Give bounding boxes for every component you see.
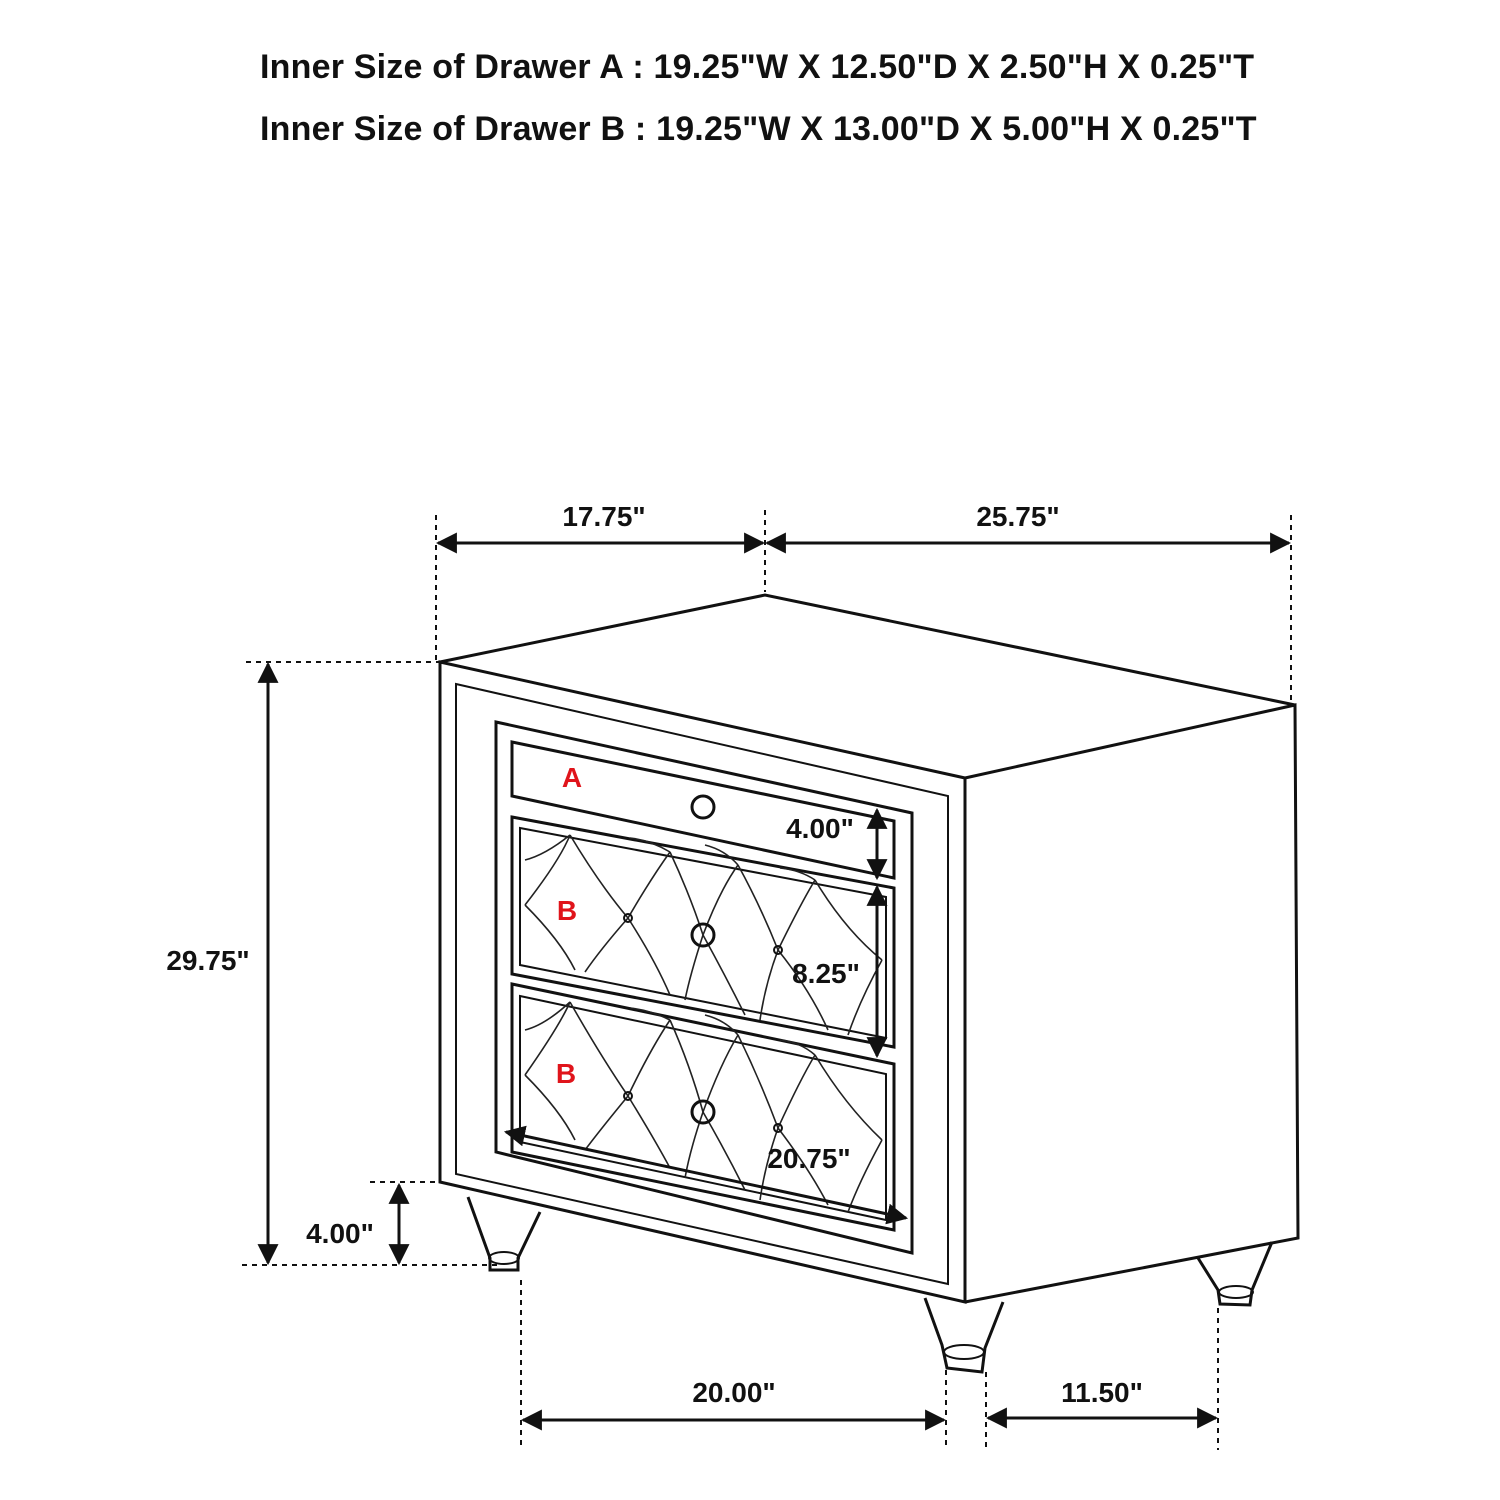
drawer-b-inner-size: Inner Size of Drawer B : 19.25"W X 13.00… <box>260 110 1257 148</box>
legs <box>466 1196 1274 1374</box>
front-leg-span-label: 20.00" <box>692 1377 775 1408</box>
cabinet-body <box>438 593 1300 1304</box>
drawer-label-a: A <box>562 762 582 793</box>
drawer-b-lower <box>510 982 896 1232</box>
leg-height-label: 4.00" <box>306 1218 374 1249</box>
drawer-a-height-label: 4.00" <box>786 813 854 844</box>
extension-lines <box>242 510 1292 1450</box>
overall-height-label: 29.75" <box>166 945 249 976</box>
drawer-label-b-upper: B <box>557 895 577 926</box>
drawer-a-inner-size: Inner Size of Drawer A : 19.25"W X 12.50… <box>260 48 1255 86</box>
drawer-b-height-label: 8.25" <box>792 958 860 989</box>
drawer-b-upper <box>510 815 896 1049</box>
drawer-label-b-lower: B <box>556 1058 576 1089</box>
dimension-arrows <box>257 532 1292 1431</box>
drawer-a <box>510 740 896 880</box>
top-depth-label: 17.75" <box>562 501 645 532</box>
side-leg-span-label: 11.50" <box>1061 1377 1143 1408</box>
top-width-label: 25.75" <box>976 501 1059 532</box>
drawer-width-label: 20.75" <box>767 1143 850 1174</box>
